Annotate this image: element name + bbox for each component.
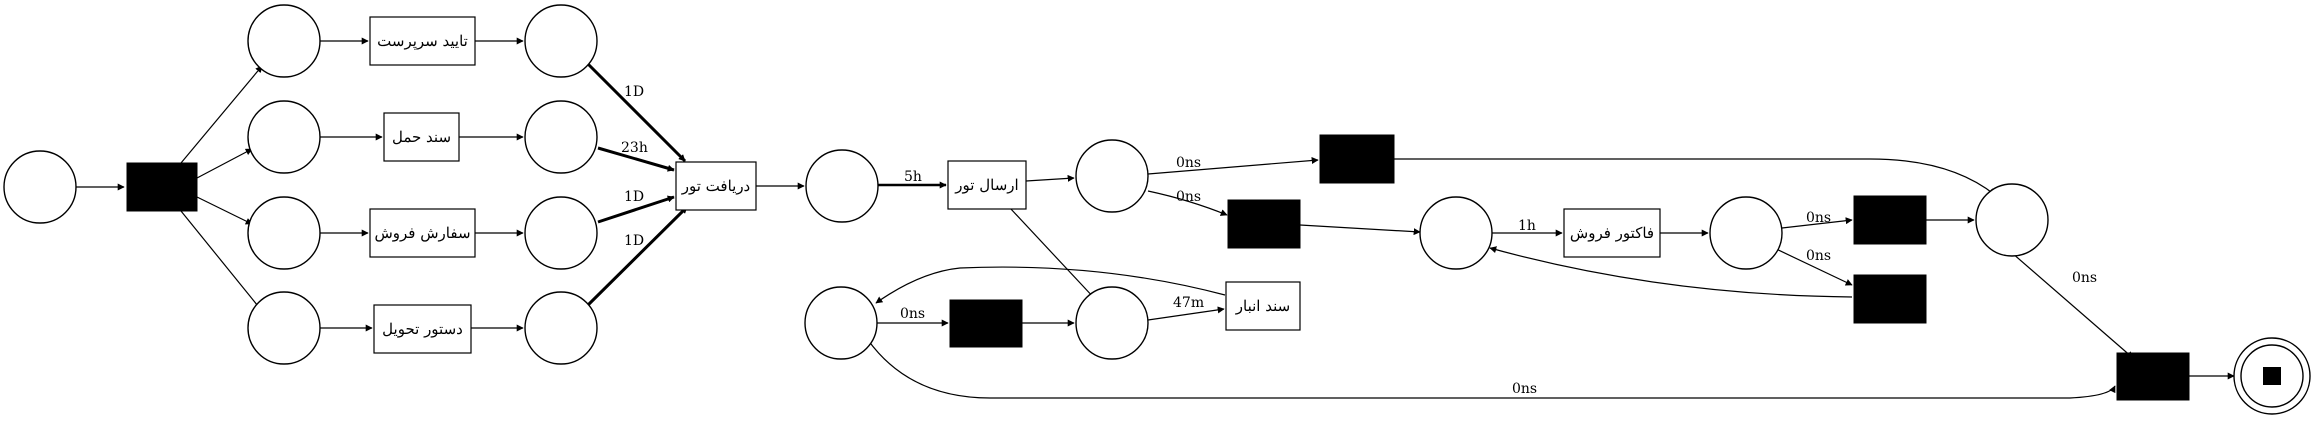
hidden-transition-h4	[949, 299, 1023, 348]
edge-label-approve-receive: 1D	[624, 84, 644, 100]
transition-approve-label: تایید سرپرست	[377, 32, 468, 50]
edge-label-p12-invoice: 1h	[1518, 218, 1536, 234]
edge-label-shipdoc-receive: 23h	[621, 140, 648, 156]
transition-approve: تایید سرپرست	[369, 16, 476, 66]
place-p1	[247, 4, 321, 78]
transition-shipdoc: سند حمل	[383, 112, 460, 162]
transition-delivery: دستور تحویل	[373, 304, 472, 354]
place-source	[3, 150, 77, 224]
edge-label-warehouse-p15: 47m	[1173, 295, 1204, 311]
place-p4	[247, 291, 321, 365]
hidden-transition-h6	[1853, 274, 1927, 324]
place-p8	[524, 291, 598, 365]
edges	[76, 37, 2235, 399]
transition-send: ارسال تور	[947, 160, 1027, 210]
edge-p15-warehouse	[1147, 306, 1225, 321]
edge-p14-h7	[2003, 245, 2134, 359]
hidden-transition-h7	[2116, 352, 2190, 401]
place-p12	[1419, 196, 1493, 270]
edge-p11-h7	[867, 339, 2116, 399]
edge-split-p4	[180, 210, 263, 312]
places	[3, 4, 2311, 415]
edge-split-p1	[180, 65, 263, 164]
edge-h2-p14	[1394, 158, 1996, 196]
transition-invoice: فاکتور فروش	[1563, 208, 1661, 258]
place-p14	[1975, 183, 2049, 257]
place-p5	[524, 4, 598, 78]
edge-label-delivery-receive: 1D	[624, 233, 644, 249]
edge-p7-receive	[597, 195, 675, 224]
transition-invoice-label: فاکتور فروش	[1570, 224, 1654, 242]
transition-order: سفارش فروش	[369, 208, 476, 258]
labeled-transitions: تایید سرپرست سند حمل سفارش فروش دستور تح…	[369, 16, 1661, 354]
transition-order-label: سفارش فروش	[374, 224, 470, 242]
edge-p8-receive	[585, 205, 689, 308]
edge-label-p13-h6: 0ns	[1806, 248, 1831, 264]
edge-label-p11-h7: 0ns	[1512, 381, 1537, 397]
hidden-transition-h3	[1227, 199, 1301, 249]
edge-send-p10	[1025, 174, 1075, 182]
transition-delivery-label: دستور تحویل	[382, 320, 463, 338]
edge-p10-h2	[1147, 157, 1319, 175]
edge-p10-h3	[1147, 190, 1228, 216]
place-p3	[247, 196, 321, 270]
place-p13	[1709, 196, 1783, 270]
place-p10	[1075, 139, 1149, 213]
edge-h3-p12	[1299, 224, 1421, 236]
hidden-transition-h2	[1319, 134, 1395, 184]
place-p11	[804, 286, 878, 360]
edge-warehouse-p11	[875, 266, 1226, 304]
transition-receive-label: دریافت تور	[681, 177, 751, 195]
edge-p13-h5	[1781, 217, 1853, 229]
transition-warehouse: سند انبار	[1225, 281, 1301, 331]
stop-icon	[2263, 367, 2281, 385]
hidden-transition-split	[126, 162, 198, 212]
edge-p6-receive	[597, 146, 675, 172]
edge-label-p11-h4: 0ns	[900, 306, 925, 322]
edge-label-p10-h3: 0ns	[1176, 189, 1201, 205]
place-p9	[805, 149, 879, 223]
hidden-transitions	[126, 134, 2190, 401]
edge-split-p2	[196, 148, 253, 179]
edge-label-p13-h5: 0ns	[1806, 210, 1831, 226]
edge-split-p3	[196, 196, 253, 225]
transition-receive: دریافت تور	[675, 161, 757, 211]
edge-label-order-receive: 1D	[624, 189, 644, 205]
transition-warehouse-label: سند انبار	[1235, 297, 1290, 315]
edge-label-p14-h7: 0ns	[2072, 270, 2097, 286]
edge-h6-p12	[1489, 246, 1853, 298]
hidden-transition-h5	[1853, 195, 1927, 245]
edge-labels: 1D 23h 1D 1D 5h 0ns 0ns 1h 0ns 0ns 0ns 0…	[621, 84, 2097, 397]
transition-shipdoc-label: سند حمل	[392, 128, 451, 146]
transition-send-label: ارسال تور	[954, 176, 1018, 194]
place-p6	[524, 100, 598, 174]
edge-p13-h6	[1771, 246, 1853, 286]
edge-send-p15	[1009, 207, 1097, 301]
place-sink	[2233, 337, 2311, 415]
edge-label-p9-send: 5h	[904, 169, 922, 185]
edge-p5-receive	[585, 61, 687, 163]
place-p15	[1075, 286, 1149, 360]
edge-label-p10-h2: 0ns	[1176, 155, 1201, 171]
place-p2	[247, 100, 321, 174]
place-p7	[524, 196, 598, 270]
